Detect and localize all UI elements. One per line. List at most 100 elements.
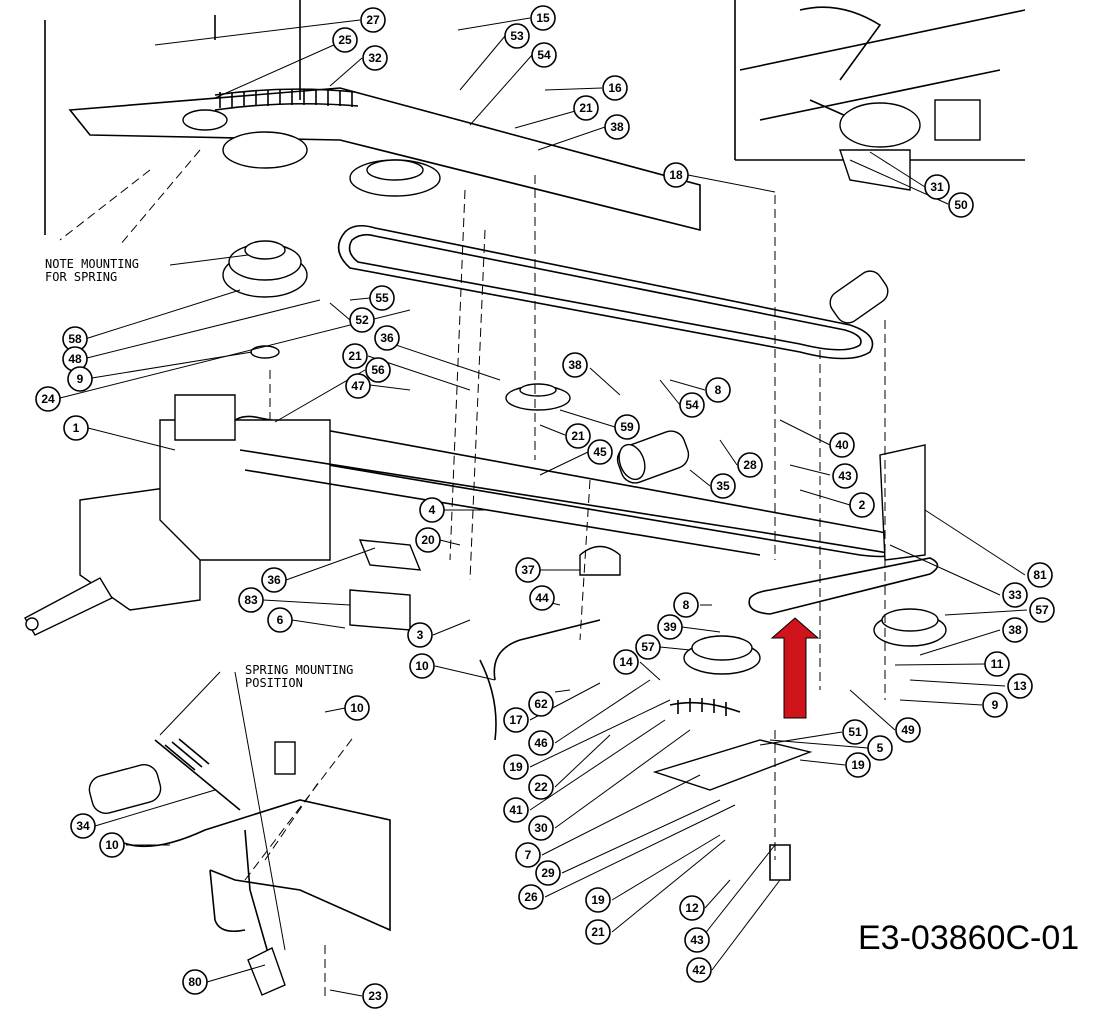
callout: 28 bbox=[737, 452, 763, 478]
note-line-2: POSITION bbox=[245, 676, 303, 690]
callout: 24 bbox=[35, 386, 61, 412]
svg-text:30: 30 bbox=[534, 821, 548, 835]
callout: 23 bbox=[362, 983, 388, 1009]
svg-text:52: 52 bbox=[355, 313, 369, 327]
callout: 36 bbox=[374, 325, 400, 351]
svg-text:7: 7 bbox=[525, 848, 532, 862]
svg-text:55: 55 bbox=[375, 291, 389, 305]
callout: 80 bbox=[182, 969, 208, 995]
svg-text:26: 26 bbox=[524, 890, 538, 904]
svg-text:49: 49 bbox=[901, 723, 915, 737]
note-line-1: NOTE MOUNTING bbox=[45, 257, 139, 271]
svg-text:10: 10 bbox=[350, 701, 364, 715]
callout: 55 bbox=[369, 285, 395, 311]
callout: 44 bbox=[529, 585, 555, 611]
callout: 31 bbox=[924, 174, 950, 200]
callout: 62 bbox=[528, 691, 554, 717]
callout: 38 bbox=[604, 114, 630, 140]
callout: 9 bbox=[67, 366, 93, 392]
note-mounting-spring: NOTE MOUNTING FOR SPRING bbox=[45, 257, 139, 284]
svg-text:40: 40 bbox=[835, 438, 849, 452]
note-spring-mounting-position: SPRING MOUNTING POSITION bbox=[245, 663, 353, 690]
svg-text:38: 38 bbox=[1008, 623, 1022, 637]
red-arrow-indicator bbox=[770, 617, 820, 719]
callout: 19 bbox=[845, 752, 871, 778]
callout: 43 bbox=[684, 927, 710, 953]
callout: 21 bbox=[342, 343, 368, 369]
callout: 6 bbox=[267, 607, 293, 633]
svg-text:9: 9 bbox=[992, 698, 999, 712]
exploded-assembly-drawing bbox=[24, 0, 1026, 1000]
callout: 9 bbox=[982, 692, 1008, 718]
svg-text:80: 80 bbox=[188, 975, 202, 989]
svg-text:50: 50 bbox=[954, 198, 968, 212]
svg-text:36: 36 bbox=[267, 573, 281, 587]
callout: 18 bbox=[663, 162, 689, 188]
svg-text:15: 15 bbox=[536, 11, 550, 25]
callout: 14 bbox=[613, 649, 639, 675]
callout: 54 bbox=[531, 42, 557, 68]
callout: 52 bbox=[349, 307, 375, 333]
svg-text:41: 41 bbox=[509, 803, 523, 817]
svg-text:23: 23 bbox=[368, 989, 382, 1003]
callout: 13 bbox=[1007, 673, 1033, 699]
svg-text:51: 51 bbox=[848, 725, 862, 739]
callout: 83 bbox=[238, 587, 264, 613]
svg-text:25: 25 bbox=[338, 33, 352, 47]
svg-text:19: 19 bbox=[851, 758, 865, 772]
callout: 8 bbox=[673, 592, 699, 618]
callout: 47 bbox=[345, 373, 371, 399]
svg-text:11: 11 bbox=[991, 657, 1004, 671]
svg-text:54: 54 bbox=[685, 398, 699, 412]
svg-text:21: 21 bbox=[571, 429, 585, 443]
svg-text:57: 57 bbox=[1035, 603, 1049, 617]
svg-text:35: 35 bbox=[716, 479, 730, 493]
callout: 50 bbox=[948, 192, 974, 218]
svg-text:62: 62 bbox=[534, 697, 548, 711]
svg-text:18: 18 bbox=[669, 168, 683, 182]
callout: 37 bbox=[515, 557, 541, 583]
svg-text:38: 38 bbox=[568, 358, 582, 372]
svg-text:43: 43 bbox=[838, 469, 852, 483]
callout: 41 bbox=[503, 797, 529, 823]
callout: 40 bbox=[829, 432, 855, 458]
callout: 1 bbox=[63, 415, 89, 441]
svg-text:8: 8 bbox=[683, 598, 690, 612]
callout: 21 bbox=[565, 423, 591, 449]
note-line-1: SPRING MOUNTING bbox=[245, 663, 353, 677]
callout: 26 bbox=[518, 884, 544, 910]
callout: 42 bbox=[686, 957, 712, 983]
svg-text:20: 20 bbox=[421, 533, 435, 547]
svg-text:8: 8 bbox=[715, 383, 722, 397]
callout: 36 bbox=[261, 567, 287, 593]
svg-text:16: 16 bbox=[608, 81, 622, 95]
callout: 10 bbox=[409, 653, 435, 679]
callout: 53 bbox=[504, 23, 530, 49]
svg-text:29: 29 bbox=[541, 866, 555, 880]
callout: 25 bbox=[332, 27, 358, 53]
svg-text:81: 81 bbox=[1033, 568, 1047, 582]
callout: 30 bbox=[528, 815, 554, 841]
callout: 59 bbox=[614, 414, 640, 440]
svg-text:57: 57 bbox=[641, 640, 655, 654]
callout: 29 bbox=[535, 860, 561, 886]
callout: 21 bbox=[585, 919, 611, 945]
svg-text:54: 54 bbox=[537, 48, 551, 62]
callout: 38 bbox=[562, 352, 588, 378]
callout: 51 bbox=[842, 719, 868, 745]
svg-text:19: 19 bbox=[509, 760, 523, 774]
svg-text:12: 12 bbox=[685, 901, 699, 915]
callout: 22 bbox=[528, 774, 554, 800]
callout: 35 bbox=[710, 473, 736, 499]
svg-text:37: 37 bbox=[521, 563, 535, 577]
callout: 21 bbox=[573, 95, 599, 121]
svg-text:53: 53 bbox=[510, 29, 524, 43]
note-line-2: FOR SPRING bbox=[45, 270, 117, 284]
callout: 46 bbox=[528, 730, 554, 756]
callout: 17 bbox=[503, 707, 529, 733]
svg-text:44: 44 bbox=[535, 591, 549, 605]
svg-text:28: 28 bbox=[743, 458, 757, 472]
svg-text:2: 2 bbox=[859, 498, 866, 512]
callout: 54 bbox=[679, 392, 705, 418]
svg-text:4: 4 bbox=[429, 503, 436, 517]
